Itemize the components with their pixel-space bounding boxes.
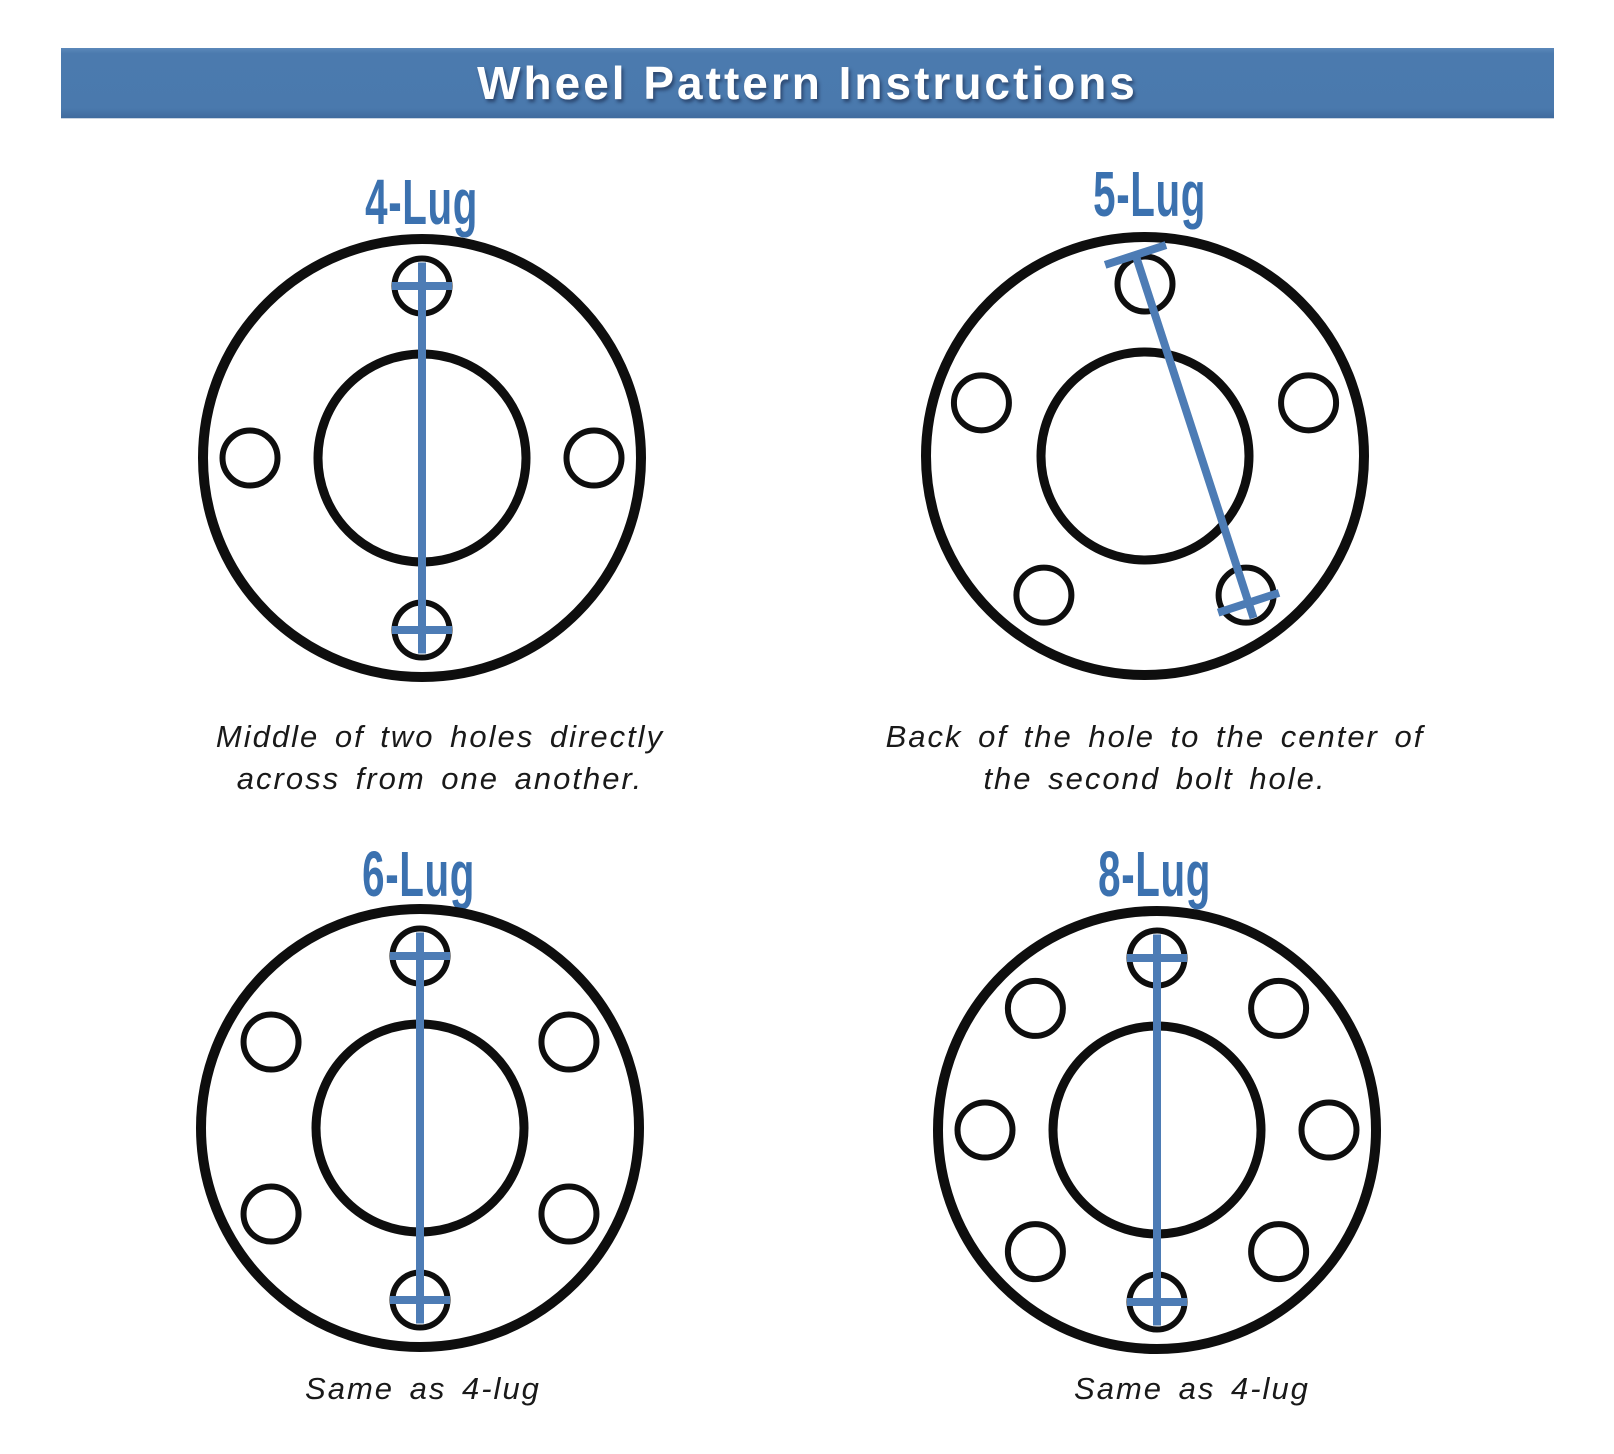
- hub-bore-circle: [1036, 347, 1254, 565]
- bolt-hole: [954, 1099, 1016, 1161]
- measure-line: [1131, 253, 1258, 620]
- label-6-lug: 6-Lug: [362, 838, 476, 910]
- title-bar: Wheel Pattern Instructions: [61, 48, 1554, 118]
- outer-rim-circle: [196, 904, 644, 1352]
- caption-8-lug: Same as 4-lug: [862, 1368, 1522, 1410]
- bolt-hole: [1248, 977, 1310, 1039]
- wheel-diagram-4-lug: [192, 228, 652, 688]
- caption-line: across from one another.: [236, 761, 644, 796]
- outer-rim-circle: [933, 906, 1381, 1354]
- caption-line: Same as 4-lug: [1074, 1371, 1310, 1406]
- bolt-hole: [1004, 1221, 1066, 1283]
- outer-rim-circle: [921, 232, 1369, 680]
- bolt-hole: [1298, 1099, 1360, 1161]
- bolt-hole: [240, 1183, 302, 1245]
- caption-6-lug: Same as 4-lug: [93, 1368, 753, 1410]
- caption-4-lug: Middle of two holes directly across from …: [110, 716, 770, 800]
- wheel-svg-5-lug: [921, 232, 1369, 680]
- bolt-hole: [950, 372, 1012, 434]
- caption-line: Same as 4-lug: [305, 1371, 541, 1406]
- bolt-hole: [219, 427, 281, 489]
- wheel-svg-6-lug: [196, 904, 644, 1352]
- caption-line: the second bolt hole.: [983, 761, 1327, 796]
- measure-cap-bottom: [1216, 589, 1281, 617]
- wheel-svg-8-lug: [933, 906, 1381, 1354]
- caption-line: Middle of two holes directly: [215, 719, 665, 754]
- wheel-diagram-5-lug: [915, 226, 1375, 686]
- outer-rim-circle: [198, 234, 646, 682]
- bolt-hole: [538, 1183, 600, 1245]
- bolt-hole: [1248, 1221, 1310, 1283]
- label-8-lug: 8-Lug: [1098, 838, 1212, 910]
- label-4-lug: 4-Lug: [365, 166, 479, 238]
- wheel-diagram-8-lug: [927, 900, 1387, 1360]
- wheel-diagram-6-lug: [190, 898, 650, 1358]
- caption-line: Back of the hole to the center of: [885, 719, 1425, 754]
- page-title: Wheel Pattern Instructions: [477, 57, 1138, 109]
- bolt-hole: [1114, 253, 1176, 315]
- bolt-hole: [1278, 372, 1340, 434]
- bolt-hole: [1004, 977, 1066, 1039]
- bolt-hole: [538, 1011, 600, 1073]
- wheel-svg-4-lug: [198, 234, 646, 682]
- bolt-hole: [240, 1011, 302, 1073]
- bolt-hole: [1013, 564, 1075, 626]
- bolt-hole: [563, 427, 625, 489]
- measure-cap-top: [1103, 241, 1168, 269]
- caption-5-lug: Back of the hole to the center of the sec…: [825, 716, 1485, 800]
- label-5-lug: 5-Lug: [1093, 158, 1207, 230]
